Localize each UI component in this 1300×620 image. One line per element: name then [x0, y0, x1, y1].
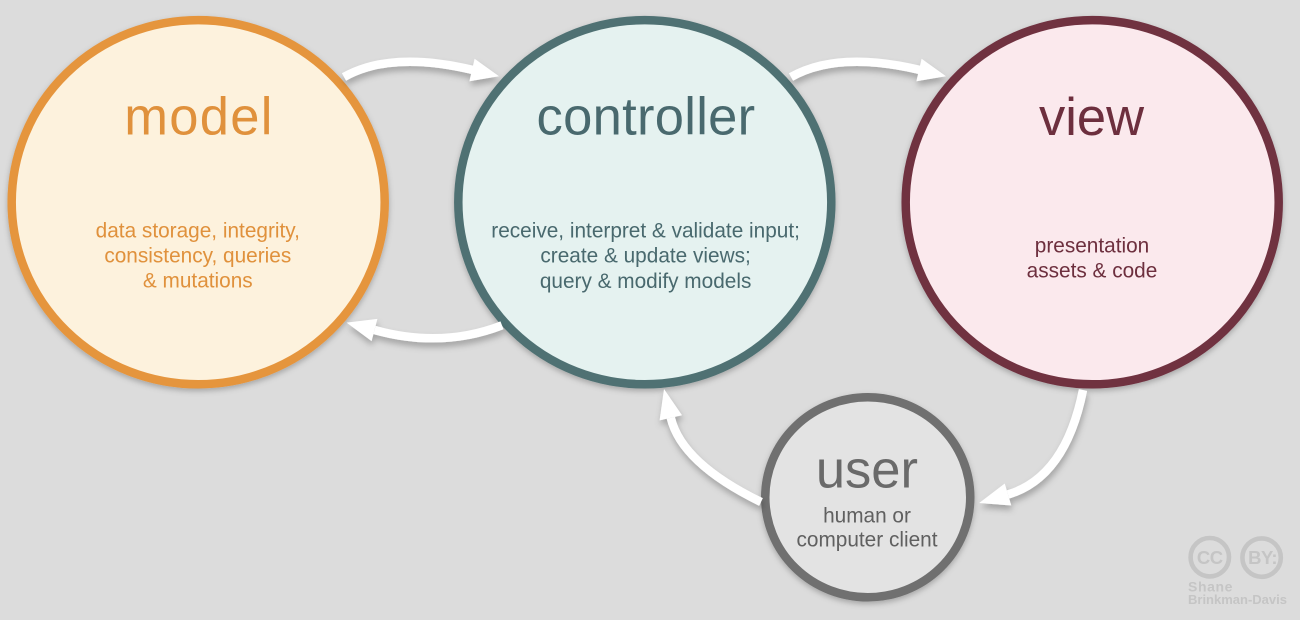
svg-text:controller: controller: [537, 88, 756, 147]
svg-text:assets & code: assets & code: [1027, 260, 1158, 283]
svg-text:query & modify models: query & modify models: [540, 270, 752, 293]
svg-text:user: user: [816, 441, 918, 500]
svg-text:receive, interpret & validate: receive, interpret & validate input;: [491, 220, 800, 243]
svg-text:consistency, queries: consistency, queries: [104, 244, 291, 267]
svg-text:presentation: presentation: [1035, 235, 1149, 258]
svg-text:Shane: Shane: [1188, 579, 1233, 595]
svg-text:view: view: [1039, 88, 1145, 147]
svg-text:BY:: BY:: [1248, 547, 1277, 568]
svg-text:human or: human or: [823, 504, 911, 527]
svg-text:& mutations: & mutations: [143, 270, 253, 293]
svg-text:computer client: computer client: [796, 528, 937, 551]
svg-text:data storage, integrity,: data storage, integrity,: [96, 219, 300, 242]
svg-text:create & update views;: create & update views;: [540, 245, 750, 268]
svg-text:model: model: [124, 88, 274, 147]
svg-text:Brinkman-Davis: Brinkman-Davis: [1188, 592, 1287, 607]
svg-text:CC: CC: [1197, 547, 1223, 568]
